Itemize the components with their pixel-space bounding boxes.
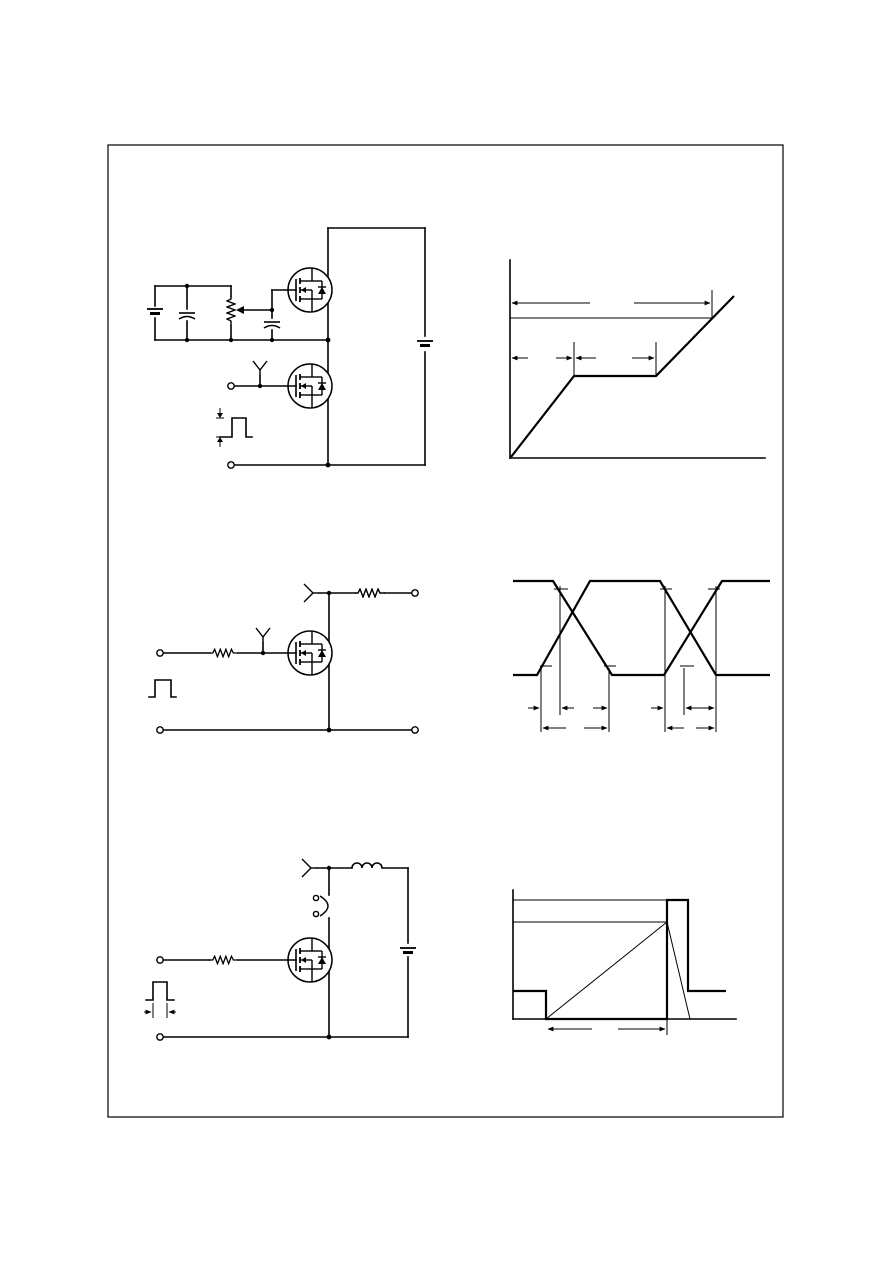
load-resistor-symbol [355, 588, 385, 598]
gate-probe-symbol [252, 360, 268, 376]
bias-battery-symbol [146, 308, 164, 316]
inductor-symbol [351, 862, 383, 869]
ground-output-terminal [411, 726, 419, 734]
gate-capacitor-symbol [263, 321, 281, 329]
pulse-width-symbol [144, 981, 176, 1018]
vdd-supply-battery-symbol [416, 340, 434, 348]
vds-waveform [513, 579, 770, 677]
vdd-supply-battery-symbol [399, 947, 417, 955]
input-pulse-symbol [148, 679, 177, 698]
current-probe-symbol [312, 894, 329, 918]
vdd-terminal [411, 589, 419, 597]
bias-capacitor-symbol [178, 312, 196, 320]
ground-terminal [156, 1033, 164, 1041]
gate-input-terminal [156, 956, 164, 964]
resistive-switching-test-circuit [148, 583, 419, 734]
gate-resistor-symbol [210, 648, 238, 658]
unclamped-inductive-switching-test-circuit [144, 858, 417, 1041]
page-border [107, 144, 784, 1118]
gate-pulse-source [216, 408, 253, 447]
bias-potentiometer-symbol [226, 296, 236, 326]
resistive-switching-waveforms [513, 579, 770, 732]
avalanche-current-fall [666, 921, 691, 1020]
input-terminal [156, 649, 164, 657]
gate-charge-test-circuit [146, 227, 434, 469]
source-terminal [227, 461, 235, 469]
vgs-waveform [513, 579, 770, 677]
gate-terminal [227, 382, 235, 390]
ground-input-terminal [156, 726, 164, 734]
gate-resistor-symbol [210, 955, 238, 965]
drain-probe-symbol [301, 858, 317, 878]
unclamped-inductive-switching-waveforms [512, 889, 737, 1035]
gate-probe-symbol [255, 627, 271, 643]
drain-probe-symbol [303, 583, 319, 603]
avalanche-current-ramp [545, 921, 668, 1020]
gate-charge-waveform [509, 259, 766, 459]
